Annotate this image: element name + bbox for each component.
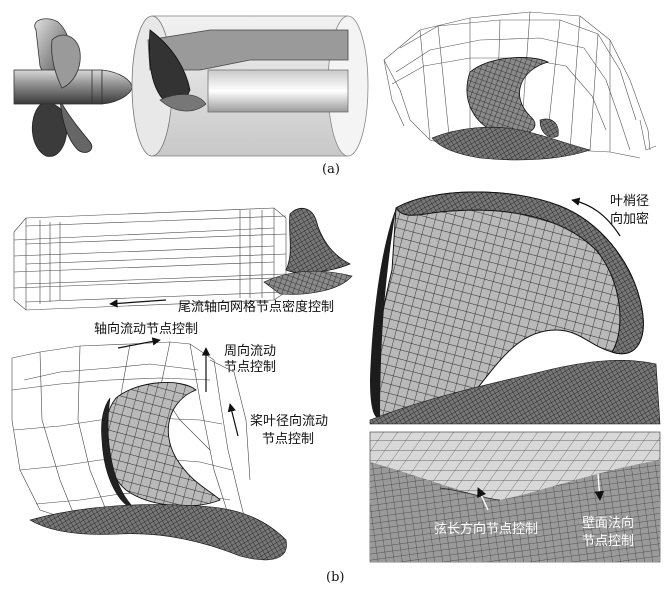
propeller-solid-model (14, 19, 132, 157)
blade-mesh-a (432, 57, 590, 160)
blade-radial-label-line2: 节点控制 (262, 432, 314, 448)
circumferential-label-line2: 节点控制 (224, 360, 276, 376)
wake-axial-density-label: 尾流轴向网格节点密度控制 (178, 300, 334, 316)
caption-a: (a) (322, 162, 340, 177)
circumferential-label-line1: 周向流动 (224, 344, 276, 360)
wall-normal-label-line2: 节点控制 (582, 534, 634, 550)
wake-axial-arrow (110, 300, 166, 304)
axial-flow-nodes-label: 轴向流动节点控制 (94, 322, 198, 338)
tip-radial-label-line1: 叶梢径 (610, 194, 649, 210)
tip-radial-label-line2: 向加密 (610, 212, 649, 228)
blade-mesh-b-left (30, 382, 287, 559)
blade-radial-label-line1: 桨叶径向流动 (250, 414, 328, 430)
wake-block-wireframe (14, 208, 286, 310)
caption-b: (b) (326, 570, 344, 585)
blade-radial-flow-arrow (230, 404, 238, 436)
wall-normal-label-line1: 壁面法向 (582, 516, 634, 532)
cylinder-domain (132, 16, 368, 156)
chord-direction-label: 弦长方向节点控制 (434, 522, 538, 538)
blade-mesh-b-small (264, 208, 352, 294)
